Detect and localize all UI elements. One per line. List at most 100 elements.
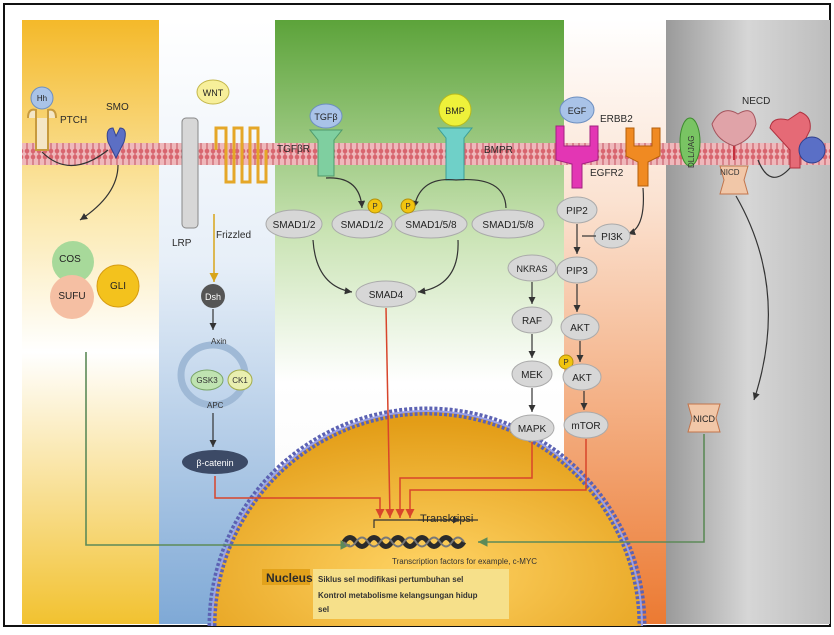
nucleus-title-box	[262, 569, 310, 585]
akt-node-1	[560, 313, 600, 341]
gli-to-nucleus-arrow	[85, 352, 350, 550]
nicd-node	[687, 403, 721, 433]
lrp-label: LRP	[172, 238, 192, 249]
cell-membrane	[22, 143, 830, 165]
smad4-node	[355, 280, 417, 308]
beta-catenin-node	[182, 450, 248, 474]
catenin-to-nucleus-arrow	[214, 476, 385, 518]
sufu-node	[50, 275, 94, 319]
egf-pathway: EGF EGFR2 ERBB2 PIP2 PI3K PIP3 AKT P AKT…	[405, 96, 661, 518]
outcome-line-2: Kontrol metabolisme kelangsungan hidup	[318, 591, 478, 600]
ck1-label: CK1	[232, 376, 248, 385]
egf-label: EGF	[568, 106, 587, 116]
raf-node	[511, 306, 553, 334]
phospho-marker-akt	[558, 354, 574, 370]
necd-label: NECD	[742, 96, 770, 107]
hedgehog-panel	[22, 20, 159, 624]
egf-ligand	[559, 96, 595, 124]
smad158-node-b	[471, 209, 545, 239]
pip3-label: PIP3	[566, 266, 588, 277]
gli-node	[96, 264, 140, 308]
nucleus-outcomes-box	[313, 569, 509, 619]
frizzled-label: Frizzled	[216, 230, 251, 241]
bmp-ligand	[438, 93, 472, 127]
transcription-label: Transkripsi	[420, 513, 473, 525]
wnt-pathway: WNT LRP Frizzled Dsh Axin GSK3 CK1 APC β…	[172, 79, 385, 518]
nkras-node	[507, 254, 557, 282]
akt-label-2: AKT	[572, 373, 591, 384]
smad12-to-smad4-arrow	[312, 239, 353, 295]
gli-label: GLI	[110, 281, 126, 292]
nicd-label: NICD	[693, 414, 715, 424]
akt-label-1: AKT	[570, 323, 589, 334]
phospho-label-2: P	[405, 202, 410, 211]
beta-catenin-label: β-catenin	[196, 458, 233, 468]
nicd-membrane-node	[719, 165, 749, 195]
pip3-node	[556, 256, 598, 284]
tgfbr-to-smad-arrow	[325, 177, 366, 209]
mapk-to-nucleus-arrow	[395, 442, 533, 518]
phospho-marker-1	[367, 198, 383, 214]
phospho-label-akt: P	[563, 358, 568, 367]
smad158-to-smad4-arrow	[417, 239, 459, 295]
bmpr-to-smad-arrow	[411, 178, 457, 209]
gsk3-node	[190, 369, 224, 391]
mtor-to-nucleus-arrow	[405, 439, 587, 518]
mtor-label: mTOR	[571, 421, 600, 432]
ptch-label: PTCH	[60, 115, 87, 126]
gsk3-label: GSK3	[196, 376, 218, 385]
smad4-label: SMAD4	[369, 290, 404, 301]
tgfb-label: TGFβ	[314, 112, 337, 122]
cos-node	[52, 241, 94, 283]
nkras-label: NKRAS	[516, 264, 547, 274]
notch-link	[757, 159, 791, 178]
pi3k-label: PI3K	[601, 232, 623, 243]
notch-ligand-right	[798, 136, 826, 164]
lrp-receptor	[181, 117, 199, 229]
mapk-pathway: NKRAS RAF MEK MAPK	[395, 254, 557, 518]
nucleus-title: Nucleus	[266, 571, 313, 585]
erbb2-label: ERBB2	[600, 114, 633, 125]
cos-label: COS	[59, 254, 81, 265]
bmpr-label: BMPR	[484, 145, 513, 156]
smad158-label-a: SMAD1/5/8	[405, 220, 457, 231]
mek-node	[511, 360, 553, 388]
mapk-label: MAPK	[518, 424, 547, 435]
outcome-line-3: sel	[318, 605, 329, 614]
hh-ligand	[30, 86, 54, 110]
tgf-bmp-pathway: TGFβ TGFβR BMP BMPR SMAD1/2 SMAD1/2 P SM…	[265, 93, 545, 519]
smad4-to-nucleus-arrow	[385, 307, 395, 519]
wnt-label: WNT	[203, 88, 224, 98]
smo-to-cos-arrow	[79, 164, 119, 221]
frizzled-receptor	[214, 126, 268, 184]
ck1-node	[227, 369, 253, 391]
bmpr-branch	[455, 178, 507, 209]
sufu-label: SUFU	[58, 291, 85, 302]
smad158-node-a	[394, 209, 468, 239]
nucleus-contents: Transkripsi Transcription factors for ex…	[262, 513, 537, 619]
erbb2-to-pi3k-arrow	[627, 187, 645, 236]
erbb2-receptor	[625, 127, 661, 187]
notch-to-nicd-arrow	[735, 195, 769, 401]
mapk-node	[509, 414, 555, 442]
akt-node-2	[562, 363, 602, 391]
tgfbr-label: TGFβR	[277, 144, 310, 155]
ptch-smo-link	[41, 149, 109, 167]
outcome-line-1: Siklus sel modifikasi pertumbuhan sel	[318, 575, 463, 584]
phospho-marker-2	[400, 198, 416, 214]
bmp-label: BMP	[445, 106, 465, 116]
egfr2-label: EGFR2	[590, 168, 624, 179]
dll-jag-ligand	[679, 117, 701, 167]
phospho-label-1: P	[372, 202, 377, 211]
mek-label: MEK	[521, 370, 543, 381]
pip2-node	[556, 196, 598, 224]
dsh-node	[201, 284, 225, 308]
wnt-ligand	[196, 79, 230, 105]
smad12-node-a	[265, 209, 323, 239]
tgfb-ligand	[309, 103, 343, 129]
smad12-label-a: SMAD1/2	[273, 220, 316, 231]
smo-receptor	[106, 127, 126, 160]
tgfbr-receptor	[308, 129, 344, 177]
dna-helix-strand	[343, 536, 465, 548]
